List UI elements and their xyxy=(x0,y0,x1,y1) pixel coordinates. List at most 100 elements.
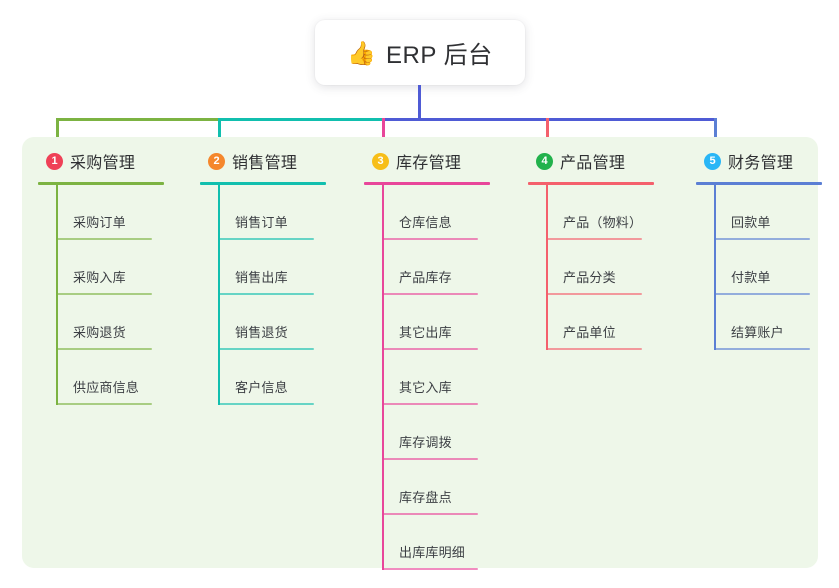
column-spine-3 xyxy=(382,185,384,570)
list-item-rule xyxy=(382,293,478,295)
list-item-rule xyxy=(546,238,642,240)
list-item-label: 回款单 xyxy=(731,215,771,230)
column-1: 1 采购管理采购订单采购入库采购退货供应商信息 xyxy=(34,146,194,405)
list-item[interactable]: 销售出库 xyxy=(218,240,356,295)
root-trunk-connector xyxy=(418,85,421,121)
list-item-label: 产品（物料） xyxy=(563,215,643,230)
list-item-label: 供应商信息 xyxy=(73,380,140,395)
list-item[interactable]: 付款单 xyxy=(714,240,839,295)
column-spine-1 xyxy=(56,185,58,405)
list-item[interactable]: 库存盘点 xyxy=(382,460,520,515)
column-header-2[interactable]: 2 销售管理 xyxy=(196,146,356,176)
column-number-badge-2: 2 xyxy=(208,152,225,170)
list-item[interactable]: 回款单 xyxy=(714,185,839,240)
list-item-label: 库存盘点 xyxy=(399,490,452,505)
list-item-label: 产品库存 xyxy=(399,270,452,285)
list-item-label: 其它出库 xyxy=(399,325,452,340)
column-title-2: 销售管理 xyxy=(232,155,298,172)
list-item-rule xyxy=(546,293,642,295)
column-header-1[interactable]: 1 采购管理 xyxy=(34,146,194,176)
list-item[interactable]: 产品（物料） xyxy=(546,185,684,240)
list-item-label: 库存调拨 xyxy=(399,435,452,450)
thumbs-up-icon: 👍 xyxy=(347,40,377,66)
column-5: 5 财务管理回款单付款单结算账户 xyxy=(692,146,839,350)
list-item-rule xyxy=(56,293,152,295)
list-item-label: 结算账户 xyxy=(731,325,784,340)
list-item-label: 采购入库 xyxy=(73,270,126,285)
column-items-5: 回款单付款单结算账户 xyxy=(714,185,839,350)
column-header-rule-1 xyxy=(38,182,164,185)
list-item-rule xyxy=(56,238,152,240)
column-number-badge-3: 3 xyxy=(372,152,389,170)
list-item-rule xyxy=(382,238,478,240)
list-item[interactable]: 供应商信息 xyxy=(56,350,194,405)
list-item[interactable]: 库存调拨 xyxy=(382,405,520,460)
column-title-4: 产品管理 xyxy=(560,155,626,172)
column-title-1: 采购管理 xyxy=(70,155,136,172)
list-item[interactable]: 采购订单 xyxy=(56,185,194,240)
list-item-label: 采购退货 xyxy=(73,325,126,340)
list-item-rule xyxy=(218,403,314,405)
list-item-rule xyxy=(714,348,810,350)
column-title-5: 财务管理 xyxy=(728,155,794,172)
list-item[interactable]: 销售退货 xyxy=(218,295,356,350)
list-item[interactable]: 销售订单 xyxy=(218,185,356,240)
list-item-label: 销售出库 xyxy=(235,270,288,285)
column-title-3: 库存管理 xyxy=(396,155,462,172)
column-spine-4 xyxy=(546,185,548,350)
column-header-5[interactable]: 5 财务管理 xyxy=(692,146,839,176)
column-2: 2 销售管理销售订单销售出库销售退货客户信息 xyxy=(196,146,356,405)
branch-panel xyxy=(22,137,818,568)
column-header-3[interactable]: 3 库存管理 xyxy=(360,146,520,176)
root-node-title: ERP 后台 xyxy=(386,42,493,69)
column-spine-2 xyxy=(218,185,220,405)
list-item[interactable]: 其它入库 xyxy=(382,350,520,405)
list-item[interactable]: 产品分类 xyxy=(546,240,684,295)
column-items-4: 产品（物料） 产品分类产品单位 xyxy=(546,185,684,350)
list-item-label: 采购订单 xyxy=(73,215,126,230)
list-item-rule xyxy=(382,458,478,460)
column-header-rule-5 xyxy=(696,182,822,185)
list-item[interactable]: 产品库存 xyxy=(382,240,520,295)
list-item-rule xyxy=(382,513,478,515)
list-item-label: 出库库明细 xyxy=(399,545,466,560)
list-item-rule xyxy=(218,293,314,295)
list-item-rule xyxy=(714,238,810,240)
list-item-label: 客户信息 xyxy=(235,380,288,395)
list-item-rule xyxy=(382,403,478,405)
list-item[interactable]: 采购入库 xyxy=(56,240,194,295)
column-header-rule-2 xyxy=(200,182,326,185)
column-items-2: 销售订单销售出库销售退货客户信息 xyxy=(218,185,356,405)
list-item[interactable]: 结算账户 xyxy=(714,295,839,350)
list-item-label: 销售订单 xyxy=(235,215,288,230)
list-item-label: 产品单位 xyxy=(563,325,616,340)
list-item-label: 产品分类 xyxy=(563,270,616,285)
column-items-1: 采购订单采购入库采购退货供应商信息 xyxy=(56,185,194,405)
list-item[interactable]: 出库库明细 xyxy=(382,515,520,570)
column-spine-5 xyxy=(714,185,716,350)
list-item-rule xyxy=(382,568,478,570)
list-item-rule xyxy=(218,348,314,350)
column-header-rule-3 xyxy=(364,182,490,185)
root-node-card[interactable]: 👍 ERP 后台 xyxy=(315,20,525,85)
bar-segment-blue xyxy=(382,118,717,121)
list-item-label: 销售退货 xyxy=(235,325,288,340)
column-header-rule-4 xyxy=(528,182,654,185)
column-number-badge-5: 5 xyxy=(704,152,721,170)
list-item-rule xyxy=(714,293,810,295)
list-item-rule xyxy=(218,238,314,240)
list-item-rule xyxy=(382,348,478,350)
list-item[interactable]: 产品单位 xyxy=(546,295,684,350)
list-item[interactable]: 其它出库 xyxy=(382,295,520,350)
column-number-badge-1: 1 xyxy=(46,152,63,170)
list-item[interactable]: 客户信息 xyxy=(218,350,356,405)
list-item-rule xyxy=(546,348,642,350)
list-item[interactable]: 仓库信息 xyxy=(382,185,520,240)
list-item-rule xyxy=(56,403,152,405)
bar-segment-teal xyxy=(218,118,384,121)
list-item-label: 仓库信息 xyxy=(399,215,452,230)
list-item[interactable]: 采购退货 xyxy=(56,295,194,350)
